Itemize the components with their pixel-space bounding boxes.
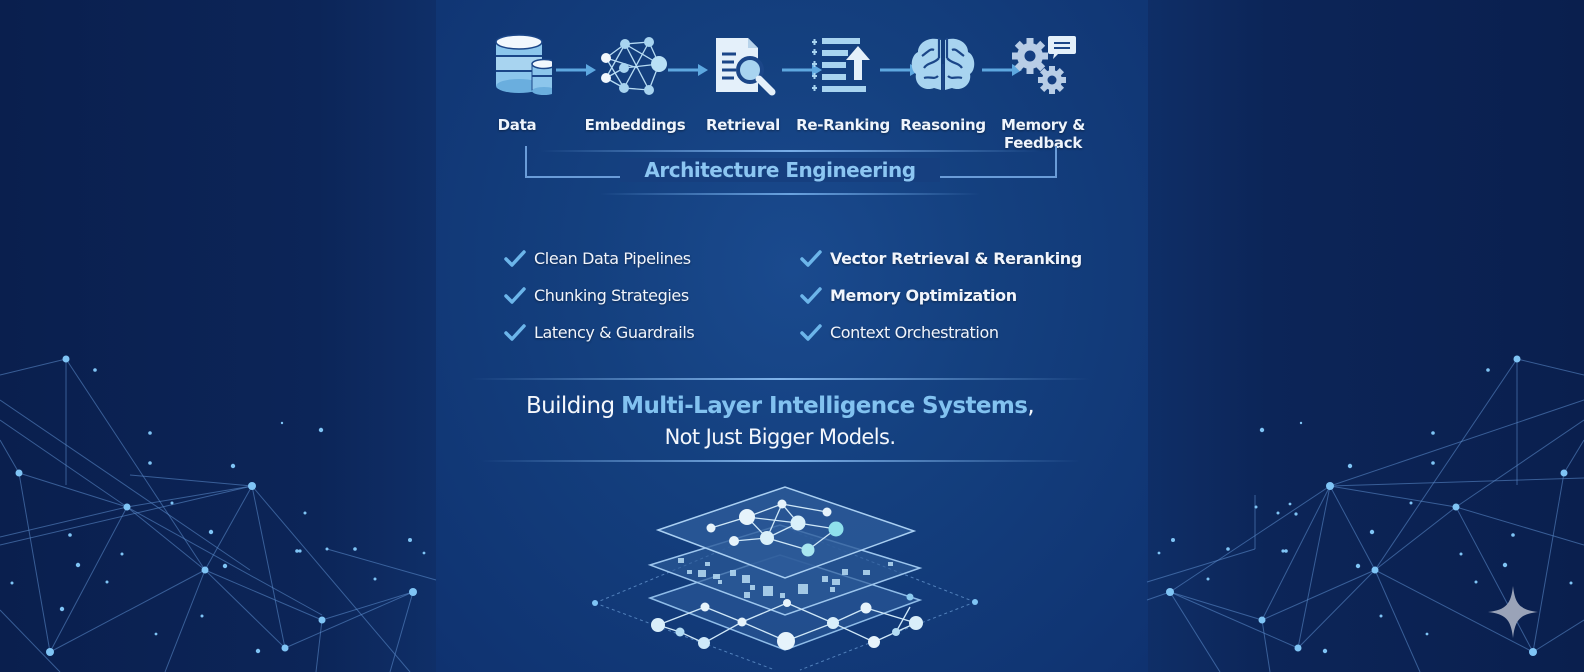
checklist-item: Latency & Guardrails [504,314,695,351]
architecture-engineering-title: Architecture Engineering [620,158,940,182]
checklist-item: Clean Data Pipelines [504,240,694,277]
arrow-right-icon [982,64,1022,76]
bracket-top-line [540,150,1040,152]
tagline-line1: Building Multi-Layer Intelligence System… [470,390,1090,422]
checklist-item: Vector Retrieval & Reranking [800,240,1082,277]
arrow-right-icon [668,64,708,76]
stage-label: Memory &Feedback [988,116,1098,152]
stage-label-line2: Feedback [1003,134,1083,152]
arrow-right-icon [556,64,596,76]
checkmark-icon [800,286,822,304]
checkmark-icon [504,249,526,267]
checklist-label: Clean Data Pipelines [534,249,691,268]
checklist-item: Chunking Strategies [504,277,694,314]
stage-label: Data [497,116,537,134]
stage-retrieval: Retrieval [688,34,798,134]
checkmark-icon [800,249,822,267]
stage-label-line1: Memory & [1000,116,1086,134]
checklist-label: Memory Optimization [830,286,1017,305]
stage-label: Re-Ranking [796,116,890,134]
checkmark-icon [504,323,526,341]
checklist-left: Clean Data Pipelines Chunking Strategies… [504,240,695,351]
stage-label: Embeddings [584,116,686,134]
stage-label: Reasoning [900,116,986,134]
pipeline: Data Embeddings Retrieva [470,34,1110,154]
brain-icon [911,38,975,90]
divider-top [470,378,1090,380]
left-network-decoration [0,355,437,672]
tagline-prefix: Building [525,393,622,419]
tagline: Building Multi-Layer Intelligence System… [470,390,1090,452]
ranked-list-icon [812,38,870,92]
database-icon [495,34,552,95]
checkmark-icon [800,323,822,341]
title-underline [600,193,980,195]
checklist-label: Vector Retrieval & Reranking [830,249,1082,268]
stage-data: Data [462,34,572,134]
stage-memory-feedback: Memory &Feedback [988,34,1098,152]
stage-reasoning: Reasoning [888,34,998,134]
checklist-label: Context Orchestration [830,323,999,342]
checklist-item: Memory Optimization [800,277,1082,314]
stage-embeddings: Embeddings [580,34,690,134]
stage-label: Retrieval [706,116,780,134]
checklist-item: Context Orchestration [800,314,1082,351]
tagline-line2: Not Just Bigger Models. [664,425,896,449]
stage-reranking: Re-Ranking [788,34,898,134]
sparkle-icon [1488,586,1538,638]
right-network-decoration [1146,355,1584,672]
checklist-label: Chunking Strategies [534,286,689,305]
checklist-label: Latency & Guardrails [534,323,695,342]
checklist-right: Vector Retrieval & Reranking Memory Opti… [800,240,1082,351]
neural-network-icon [601,37,667,95]
gears-chat-icon [1012,36,1076,94]
layered-network-illustration [592,486,978,671]
document-search-icon [716,38,776,96]
divider-bottom [480,460,1080,462]
checkmark-icon [504,286,526,304]
tagline-highlight: Multi-Layer Intelligence Systems [621,393,1028,419]
tagline-suffix: , [1027,393,1035,419]
